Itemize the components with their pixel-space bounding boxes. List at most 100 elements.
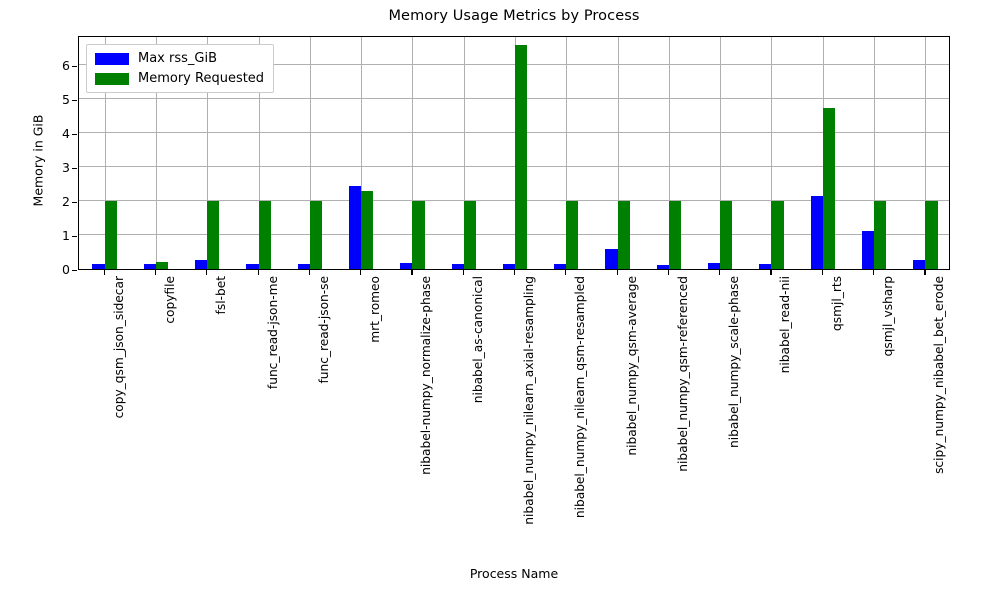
legend-swatch-icon: [95, 72, 129, 85]
bar-memory-requested: [822, 108, 835, 269]
x-tick-label: nibabel-numpy_normalize-phase: [416, 276, 433, 475]
gridline-horizontal: [79, 199, 949, 201]
x-tick-label-text: nibabel_numpy_scale-phase: [727, 276, 742, 448]
bar-max-rss: [502, 264, 515, 269]
y-tick-label: 5: [62, 91, 70, 107]
bar-memory-requested: [155, 261, 169, 269]
x-tick-mark: [360, 270, 362, 275]
y-tick-mark: [72, 99, 77, 102]
x-tick-label-text: qsmjl_rts: [829, 276, 844, 331]
x-tick-mark: [770, 270, 772, 275]
x-tick-label: nibabel_read-nii: [775, 276, 792, 373]
bar-memory-requested: [309, 200, 322, 269]
gridline-vertical: [566, 37, 568, 269]
x-tick-label-text: nibabel_read-nii: [778, 276, 793, 374]
y-tick-label: 3: [62, 159, 70, 175]
x-tick-label-text: nibabel_numpy_qsm-average: [624, 276, 639, 456]
x-tick-label: nibabel_as-canonical: [468, 276, 485, 403]
legend-item-label: Max rss_GiB: [138, 51, 218, 66]
x-tick-mark: [462, 270, 464, 275]
x-tick-label-text: nibabel_numpy_nilearn_qsm-resampled: [573, 276, 588, 519]
y-tick-mark: [72, 201, 77, 204]
chart-legend: Max rss_GiB Memory Requested: [86, 44, 275, 93]
gridline-vertical: [771, 37, 773, 269]
bar-memory-requested: [207, 200, 220, 269]
gridline-vertical: [720, 37, 722, 269]
gridline-horizontal: [79, 63, 949, 65]
x-tick-mark: [103, 270, 105, 275]
gridline-vertical: [463, 37, 465, 269]
gridline-vertical: [412, 37, 414, 269]
x-tick-label-text: nibabel_numpy_qsm-referenced: [675, 276, 690, 472]
x-tick-label: nibabel_numpy_scale-phase: [724, 276, 741, 448]
y-tick-mark: [72, 270, 77, 272]
bar-memory-requested: [617, 200, 630, 269]
x-tick-label-text: nibabel_as-canonical: [470, 276, 485, 404]
gridline-vertical: [207, 37, 209, 269]
bar-max-rss: [861, 230, 875, 269]
x-tick-label-text: func_read-json-me: [265, 276, 280, 390]
x-tick-label-text: nibabel-numpy_normalize-phase: [419, 276, 434, 475]
x-tick-label-text: fsl-bet: [214, 276, 229, 315]
bar-memory-requested: [874, 200, 887, 269]
bar-max-rss: [707, 262, 721, 269]
legend-swatch-icon: [95, 52, 129, 65]
x-tick-mark: [257, 270, 259, 275]
x-tick-label: copy_qsm_json_sidecar: [109, 276, 126, 418]
x-tick-label-text: nibabel_numpy_nilearn_axial-resampling: [522, 276, 536, 525]
bar-memory-requested: [925, 200, 938, 269]
gridline-horizontal: [79, 97, 949, 99]
y-tick-label: 4: [62, 125, 70, 141]
gridline-vertical: [668, 37, 670, 269]
bar-max-rss: [605, 248, 618, 269]
gridline-vertical: [309, 37, 311, 269]
bar-memory-requested: [566, 200, 579, 269]
legend-item[interactable]: Max rss_GiB: [95, 51, 264, 66]
bar-memory-requested: [463, 200, 476, 269]
bar-max-rss: [759, 263, 772, 269]
bar-max-rss: [451, 263, 464, 269]
x-tick-label: scipy_numpy_nibabel_bet_erode: [929, 276, 946, 474]
x-tick-label-text: scipy_numpy_nibabel_bet_erode: [932, 276, 947, 474]
bar-max-rss: [143, 263, 156, 269]
gridline-vertical: [258, 37, 260, 269]
x-tick-label: nibabel_numpy_nilearn_qsm-resampled: [570, 276, 587, 518]
bar-max-rss: [195, 259, 208, 269]
bar-max-rss: [656, 264, 669, 269]
gridline-vertical: [874, 37, 876, 269]
x-tick-label-text: mrt_romeo: [368, 276, 383, 343]
bar-max-rss: [348, 186, 362, 269]
bar-max-rss: [810, 196, 823, 269]
gridline-vertical: [155, 37, 157, 269]
x-axis-label: Process Name: [469, 566, 559, 581]
bar-memory-requested: [412, 200, 425, 269]
y-axis-tick-marks: [0, 36, 80, 272]
x-tick-label: fsl-bet: [211, 276, 228, 314]
x-tick-label-text: func_read-json-se: [316, 276, 331, 384]
x-tick-mark: [514, 270, 516, 275]
legend-item[interactable]: Memory Requested: [95, 71, 264, 86]
x-tick-label: func_read-json-se: [314, 276, 331, 384]
bar-max-rss: [554, 263, 567, 269]
y-tick-mark: [72, 65, 77, 68]
x-tick-mark: [308, 270, 310, 275]
x-tick-mark: [667, 270, 670, 275]
x-tick-label: nibabel_numpy_qsm-average: [622, 276, 639, 456]
x-axis-tick-labels: copy_qsm_json_sidecar copyfile fsl-bet func…: [78, 276, 950, 556]
bar-memory-requested: [668, 200, 682, 269]
x-tick-label-text: copyfile: [162, 276, 177, 324]
x-tick-label: mrt_romeo: [365, 276, 382, 343]
gridline-horizontal: [79, 165, 949, 167]
y-tick-label: 2: [62, 193, 70, 209]
chart-title: Memory Usage Metrics by Process: [388, 8, 640, 24]
bar-max-rss: [92, 263, 105, 269]
x-tick-mark: [873, 270, 875, 275]
bar-max-rss: [246, 263, 259, 269]
x-tick-mark: [411, 270, 413, 275]
y-tick-mark: [72, 167, 77, 170]
x-tick-mark: [206, 270, 208, 275]
x-tick-mark: [821, 270, 823, 275]
gridline-vertical: [617, 37, 619, 269]
bar-max-rss: [400, 262, 413, 269]
